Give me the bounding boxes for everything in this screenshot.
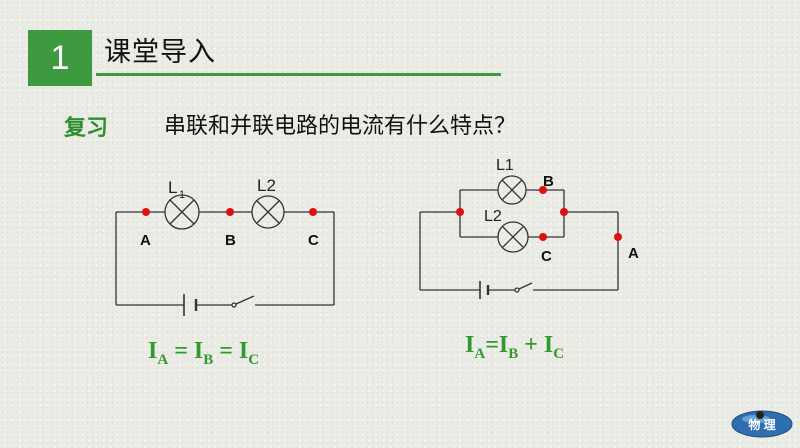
section-number: 1 bbox=[28, 30, 92, 86]
parallel-node-b bbox=[539, 186, 547, 194]
series-point-c: C bbox=[308, 232, 319, 249]
series-lamp1-sub: 1 bbox=[179, 189, 185, 201]
series-lamp-l2 bbox=[251, 195, 285, 229]
parallel-current-formula: IA=IB + IC bbox=[465, 332, 565, 362]
parallel-lamp2-label: L2 bbox=[484, 208, 502, 225]
review-label: 复习 bbox=[64, 116, 109, 141]
page-title: 课堂导入 bbox=[104, 37, 216, 68]
parallel-lamp-l1 bbox=[497, 175, 527, 205]
series-point-a: A bbox=[140, 232, 151, 249]
parallel-point-b: B bbox=[543, 173, 554, 190]
series-lamp-l1 bbox=[164, 194, 200, 230]
series-point-b: B bbox=[225, 232, 236, 249]
series-circuit-wires bbox=[115, 211, 335, 306]
parallel-battery bbox=[479, 281, 490, 299]
parallel-lamp-l2 bbox=[497, 221, 529, 253]
series-node-b bbox=[226, 208, 234, 216]
parallel-point-a: A bbox=[628, 245, 639, 262]
parallel-circuit-wires bbox=[419, 189, 619, 291]
parallel-point-c: C bbox=[541, 248, 552, 265]
series-lamp2-label: L2 bbox=[257, 176, 276, 195]
parallel-node-right bbox=[560, 208, 568, 216]
parallel-node-a bbox=[614, 233, 622, 241]
title-underline bbox=[96, 73, 501, 76]
svg-text:物 理: 物 理 bbox=[748, 417, 775, 432]
series-lamp1-label: L bbox=[168, 178, 177, 197]
series-node-a bbox=[142, 208, 150, 216]
physics-logo-icon: 物 理 bbox=[731, 410, 793, 438]
series-node-c bbox=[309, 208, 317, 216]
series-current-formula: IA = IB = IC bbox=[148, 338, 260, 368]
parallel-node-c bbox=[539, 233, 547, 241]
parallel-switch bbox=[514, 282, 533, 293]
parallel-lamp1-label: L1 bbox=[496, 157, 514, 174]
series-battery bbox=[183, 294, 198, 316]
question-text: 串联和并联电路的电流有什么特点？ bbox=[164, 114, 517, 139]
parallel-node-left bbox=[456, 208, 464, 216]
series-switch bbox=[231, 295, 255, 308]
